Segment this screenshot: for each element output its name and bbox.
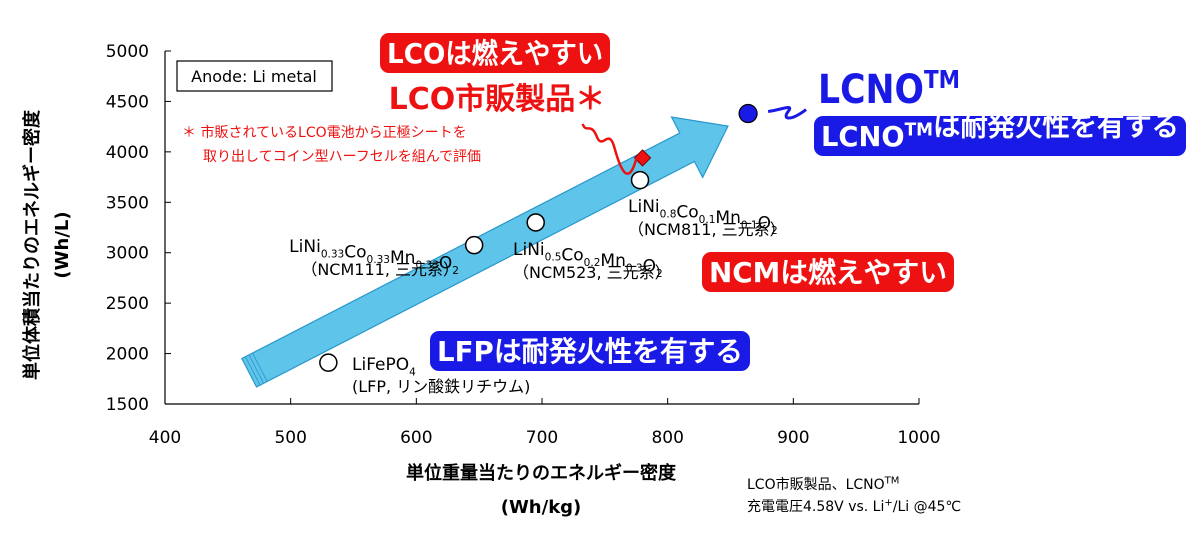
- legend-text: Anode: Li metal: [191, 67, 317, 86]
- footnote-line-1: ＊ 市販されているLCO電池から正極シートを: [182, 124, 467, 141]
- note-line-1: LCO市販製品、LCNOTM: [747, 475, 900, 493]
- y-tick-label: 1500: [106, 395, 149, 415]
- data-point-label: （NCM811, 三元系）: [628, 220, 786, 239]
- data-point-open-circle: [319, 353, 338, 372]
- callout-ncm-flammable-group: [702, 252, 954, 292]
- callout-ncm-flammable-box: [702, 252, 954, 292]
- measurement-note: LCO市販製品、LCNOTM 充電電圧4.58V vs. Li+/Li @45℃: [747, 474, 961, 518]
- data-point-open-circle: [630, 170, 650, 190]
- callout-lcno-fire-resistant-group: [814, 116, 1186, 156]
- x-tick-label: 400: [149, 428, 181, 448]
- trend-arrow: [241, 116, 729, 388]
- y-tick-label: 5000: [106, 42, 149, 62]
- data-point-label: （NCM523, 三元系）: [513, 263, 671, 282]
- y-axis-unit: (Wh/L): [52, 211, 73, 278]
- legend-box: [176, 60, 333, 92]
- x-tick-label: 900: [777, 428, 809, 448]
- x-tick-label: 1000: [897, 428, 940, 448]
- y-tick-label: 4500: [106, 92, 149, 112]
- y-tick-label: 4000: [106, 143, 149, 163]
- trend-arrow-tail-stripe: [248, 354, 264, 384]
- callout-ncm-flammable: NCMは燃えやすい: [709, 256, 947, 289]
- trend-arrow-tail-stripe: [245, 356, 261, 386]
- callout-lco-flammable-group: [380, 33, 610, 73]
- data-point-open-circle: [526, 213, 545, 232]
- footnote-line-2: 取り出してコイン型ハーフセルを組んで評価: [203, 149, 481, 165]
- x-tick-label: 500: [274, 428, 306, 448]
- x-tick-label: 600: [400, 428, 432, 448]
- y-axis-label: 単位体積当たりのエネルギー密度: [21, 109, 43, 380]
- trend-arrow-tail-stripe: [252, 352, 268, 382]
- x-tick-label: 700: [526, 428, 558, 448]
- callout-lco-flammable-box: [380, 33, 610, 73]
- data-point-label: (LFP, リン酸鉄リチウム): [352, 377, 530, 396]
- data-point-formula: LiNi0.8Co0.1Mn0.1O2: [628, 197, 778, 237]
- data-point-label: （NCM111, 三元系）: [301, 260, 459, 279]
- y-tick-label: 3500: [106, 193, 149, 213]
- lcno-leader-squiggle: [767, 105, 807, 120]
- callout-lfp-fire-resistant: LFPは耐発火性を有する: [437, 335, 743, 368]
- y-tick-label: 2500: [106, 294, 149, 314]
- callout-lfp-fire-resistant-group: [430, 331, 750, 371]
- callout-lfp-fire-resistant-box: [430, 331, 750, 371]
- callout-lcno-fire-resistant: LCNOTMは耐発火性を有する: [821, 109, 1179, 153]
- data-point-formula: LiFePO4: [352, 355, 416, 378]
- data-point-formula: LiNi0.33Co0.33Mn0.33O2: [289, 237, 459, 277]
- lcno-label: LCNOTM: [818, 65, 960, 113]
- x-tick-label: 800: [651, 428, 683, 448]
- data-point-open-circle: [464, 235, 484, 255]
- x-axis-unit: (Wh/kg): [501, 497, 582, 518]
- y-tick-label: 3000: [106, 244, 149, 264]
- data-point-lco-diamond: [633, 149, 652, 167]
- y-tick-label: 2000: [106, 345, 149, 365]
- callout-lco-flammable: LCOは燃えやすい: [387, 37, 603, 70]
- lco-product-label: LCO市販製品＊: [389, 82, 606, 117]
- x-axis-label: 単位重量当たりのエネルギー密度: [406, 462, 677, 484]
- callout-lcno-fire-resistant-box: [814, 116, 1186, 156]
- data-point-formula: LiNi0.5Co0.2Mn0.3O2: [513, 240, 663, 280]
- data-point-lcno-circle: [738, 103, 758, 124]
- lco-leader-squiggle: [581, 123, 638, 175]
- note-line-2: 充電電圧4.58V vs. Li+/Li @45℃: [747, 497, 962, 515]
